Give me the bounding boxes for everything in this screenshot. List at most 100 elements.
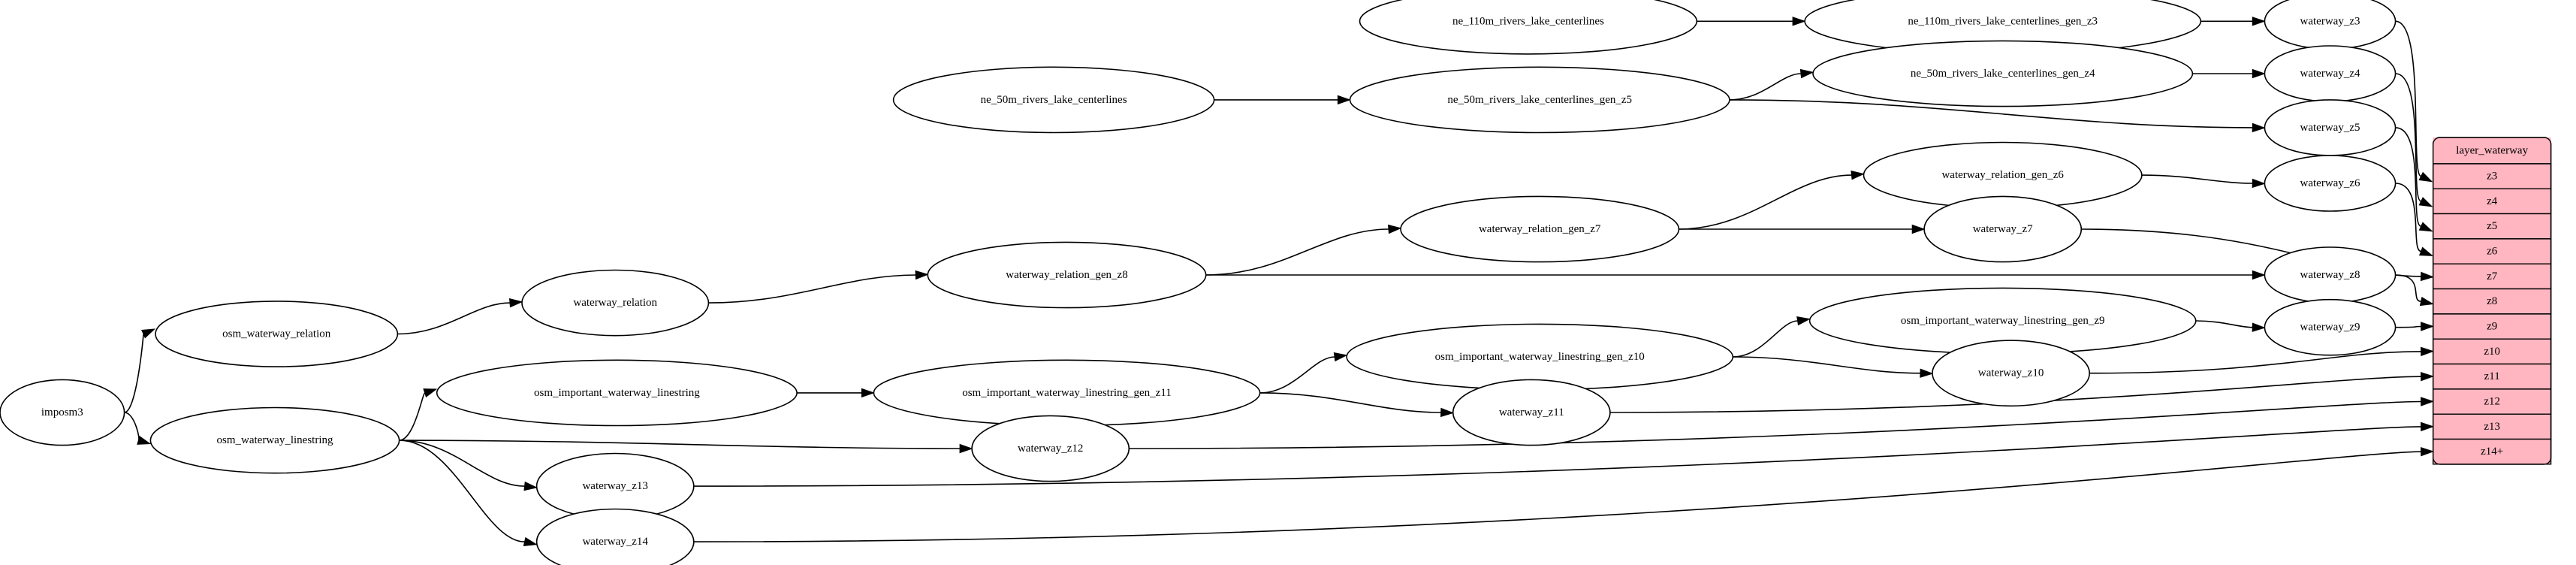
- edge-arrowhead: [2252, 122, 2266, 133]
- graph-node-osm_important_waterway_linestring[interactable]: osm_important_waterway_linestring: [436, 359, 798, 427]
- table-row-z8[interactable]: [2432, 288, 2552, 315]
- edge-arrowhead: [523, 481, 538, 491]
- edges-layer: [124, 17, 2435, 547]
- edge: [1733, 356, 1934, 378]
- edge: [399, 388, 438, 441]
- graph-node-waterway_z5[interactable]: waterway_z5: [2264, 99, 2397, 156]
- edge-arrowhead: [2252, 68, 2266, 79]
- table-row-z13[interactable]: [2432, 413, 2552, 440]
- table-row-z11[interactable]: [2432, 363, 2552, 390]
- node-ellipse: [1349, 66, 1730, 134]
- edge-path: [1129, 400, 2421, 449]
- edge-arrowhead: [2421, 421, 2435, 432]
- table-row-z9[interactable]: [2432, 313, 2552, 340]
- edge-arrowhead: [423, 388, 438, 397]
- edge-path: [1259, 392, 1441, 413]
- edge-arrowhead: [2418, 171, 2433, 183]
- edge-arrowhead: [1799, 68, 1814, 79]
- table-row-z6[interactable]: [2432, 238, 2552, 264]
- table-row-z10[interactable]: [2432, 338, 2552, 365]
- edge-arrowhead: [523, 536, 538, 547]
- edge: [2395, 127, 2433, 232]
- graph-node-waterway_z3[interactable]: waterway_z3: [2264, 0, 2397, 50]
- node-ellipse: [0, 379, 125, 446]
- graph-node-waterway_z8[interactable]: waterway_z8: [2264, 246, 2397, 304]
- graph-node-waterway_relation[interactable]: waterway_relation: [521, 269, 710, 337]
- edge-arrowhead: [141, 328, 156, 339]
- edge: [1733, 316, 1811, 358]
- edge: [124, 412, 152, 445]
- graph-node-imposm3[interactable]: imposm3: [0, 379, 125, 446]
- edge-arrowhead: [2421, 372, 2435, 382]
- table-row-z14+[interactable]: [2432, 438, 2552, 465]
- edge-path: [2395, 325, 2421, 328]
- edge-arrowhead: [2252, 270, 2266, 280]
- edge: [2395, 20, 2433, 183]
- table-row-z12[interactable]: [2432, 388, 2552, 415]
- edge: [1214, 95, 1351, 105]
- graph-node-waterway_z6[interactable]: waterway_z6: [2264, 155, 2397, 212]
- layer-waterway-table: layer_waterwayz3z4z5z6z7z8z9z10z11z12z13…: [2432, 137, 2552, 465]
- edge: [124, 328, 156, 413]
- node-ellipse: [2264, 155, 2397, 212]
- edge-arrowhead: [2418, 222, 2433, 232]
- edge-arrowhead: [1796, 316, 1811, 326]
- node-ellipse: [1452, 379, 1611, 446]
- layer-waterway-record[interactable]: layer_waterwayz3z4z5z6z7z8z9z10z11z12z13…: [2432, 137, 2552, 465]
- node-ellipse: [2264, 298, 2397, 356]
- edge-path: [1733, 356, 1921, 374]
- edge-path: [2141, 174, 2253, 184]
- graph-node-waterway_z7[interactable]: waterway_z7: [1923, 195, 2083, 263]
- graph-node-osm_waterway_linestring[interactable]: osm_waterway_linestring: [149, 406, 400, 474]
- edge: [1259, 392, 1455, 418]
- edge-path: [124, 412, 140, 441]
- graph-node-ne_50m_rivers_lake_centerlines[interactable]: ne_50m_rivers_lake_centerlines: [892, 66, 1215, 134]
- edge-path: [399, 392, 426, 441]
- table-row-z5[interactable]: [2432, 213, 2552, 240]
- edge: [693, 447, 2435, 542]
- edge: [1679, 170, 1865, 230]
- graph-node-osm_waterway_relation[interactable]: osm_waterway_relation: [155, 301, 399, 367]
- edge-path: [399, 440, 525, 487]
- graph-node-osm_important_waterway_linestring_gen_z11[interactable]: osm_important_waterway_linestring_gen_z1…: [873, 359, 1261, 427]
- edge: [397, 298, 523, 335]
- edge: [708, 270, 929, 304]
- edge-path: [708, 274, 916, 304]
- edge-path: [2395, 73, 2422, 202]
- edge-arrowhead: [1440, 407, 1455, 418]
- edge-path: [2395, 274, 2421, 302]
- graph-node-ne_50m_rivers_lake_centerlines_gen_z4[interactable]: ne_50m_rivers_lake_centerlines_gen_z4: [1812, 40, 2194, 107]
- graph-node-waterway_relation_gen_z8[interactable]: waterway_relation_gen_z8: [927, 241, 1207, 309]
- node-ellipse: [149, 406, 400, 474]
- edge: [2141, 174, 2266, 189]
- table-row-z7[interactable]: [2432, 263, 2552, 290]
- graph-node-waterway_z10[interactable]: waterway_z10: [1932, 340, 2090, 407]
- graph-node-waterway_z9[interactable]: waterway_z9: [2264, 298, 2397, 356]
- graph-node-waterway_z12[interactable]: waterway_z12: [971, 415, 1130, 482]
- graph-node-waterway_z14[interactable]: waterway_z14: [535, 508, 695, 565]
- edge: [2089, 346, 2435, 374]
- edge: [399, 440, 538, 547]
- edge-path: [399, 440, 525, 542]
- node-ellipse: [1932, 340, 2090, 407]
- edge-arrowhead: [1388, 224, 1402, 234]
- graph-node-ne_110m_rivers_lake_centerlines[interactable]: ne_110m_rivers_lake_centerlines: [1359, 0, 1698, 55]
- edge-arrowhead: [137, 436, 152, 445]
- edge-arrowhead: [861, 388, 875, 398]
- edge-path: [693, 426, 2421, 487]
- table-row-z3[interactable]: [2432, 163, 2552, 189]
- nodes-layer: imposm3 osm_waterway_relation osm_waterway…: [0, 0, 2397, 565]
- graph-node-waterway_z11[interactable]: waterway_z11: [1452, 379, 1611, 446]
- edge-arrowhead: [1920, 368, 1934, 378]
- edge-path: [1729, 99, 2253, 128]
- graph-node-ne_50m_rivers_lake_centerlines_gen_z5[interactable]: ne_50m_rivers_lake_centerlines_gen_z5: [1349, 66, 1730, 134]
- table-row-z4[interactable]: [2432, 188, 2552, 215]
- graph-node-waterway_z4[interactable]: waterway_z4: [2264, 45, 2397, 102]
- edge-arrowhead: [2421, 397, 2435, 406]
- edge: [1729, 99, 2266, 133]
- edge-arrowhead: [1851, 170, 1865, 180]
- edge-path: [2195, 320, 2253, 328]
- graph-node-waterway_relation_gen_z7[interactable]: waterway_relation_gen_z7: [1400, 195, 1680, 263]
- edge-path: [1733, 320, 1798, 358]
